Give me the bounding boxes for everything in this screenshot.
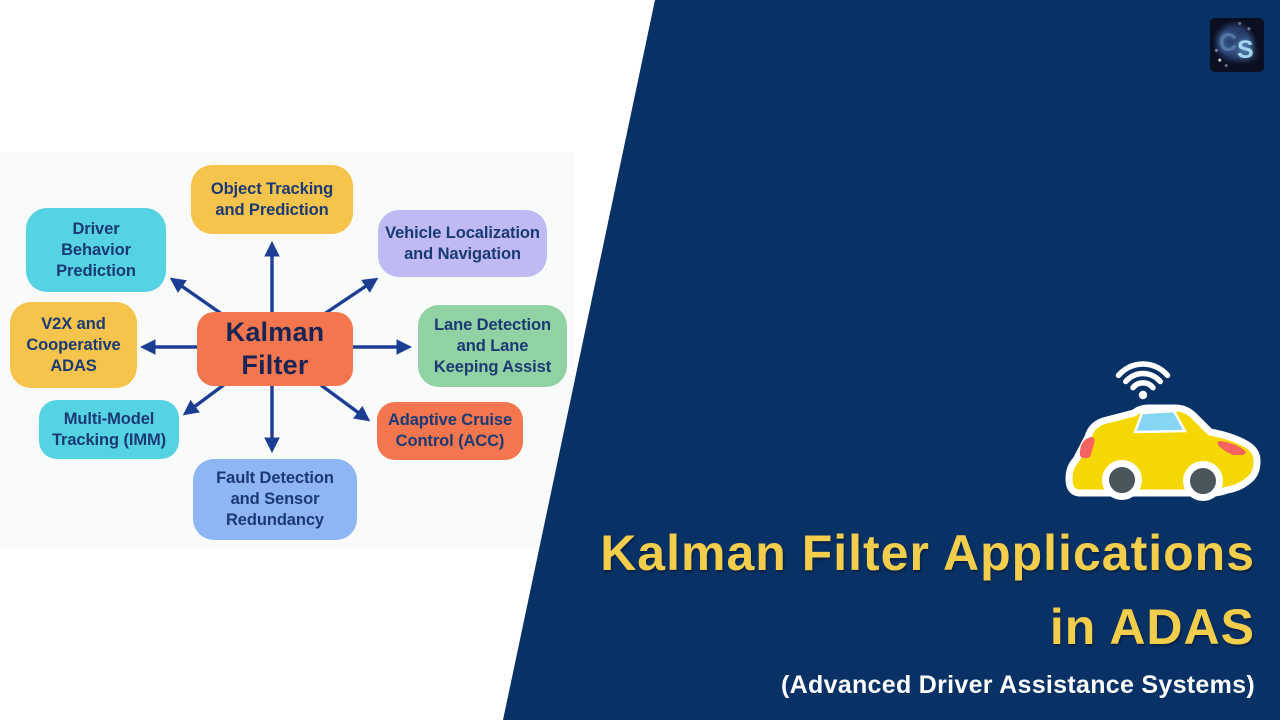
node-multi-model-tracking: Multi-Model Tracking (IMM) (39, 400, 179, 459)
node-adaptive-cruise-label: Adaptive Cruise Control (ACC) (387, 411, 513, 450)
node-lane-detection: Lane Detection and Lane Keeping Assist (418, 305, 567, 387)
node-driver-behavior-label: Driver Behavior Prediction (56, 219, 136, 280)
wifi-signal-icon (1115, 361, 1171, 400)
car-window (1133, 409, 1188, 434)
node-kalman-filter-center: Kalman Filter (197, 312, 353, 386)
title-block: Kalman Filter Applications in ADAS (Adva… (600, 516, 1255, 700)
logo-letter-c: C (1219, 29, 1238, 57)
smart-car-icon (1065, 404, 1261, 501)
channel-logo: C S (1210, 18, 1264, 72)
node-adaptive-cruise: Adaptive Cruise Control (ACC) (377, 402, 523, 460)
node-vehicle-localization: Vehicle Localization and Navigation (378, 210, 547, 277)
logo-letter-s: S (1237, 36, 1254, 64)
node-kalman-filter-label: Kalman Filter (225, 317, 325, 380)
page-title-line2: in ADAS (1049, 599, 1255, 655)
node-v2x-cooperative-label: V2X and Cooperative ADAS (26, 314, 121, 375)
node-fault-detection: Fault Detection and Sensor Redundancy (193, 459, 357, 540)
node-lane-detection-label: Lane Detection and Lane Keeping Assist (433, 315, 552, 376)
node-object-tracking: Object Tracking and Prediction (191, 165, 353, 234)
page-title-line1: Kalman Filter Applications (600, 525, 1255, 581)
node-vehicle-localization-label: Vehicle Localization and Navigation (385, 223, 540, 263)
node-object-tracking-label: Object Tracking and Prediction (210, 179, 334, 219)
car-headlight (1217, 441, 1246, 455)
node-fault-detection-label: Fault Detection and Sensor Redundancy (216, 469, 334, 529)
node-driver-behavior: Driver Behavior Prediction (26, 208, 166, 292)
car-rear-wheel (1102, 460, 1142, 500)
car-taillight (1079, 437, 1095, 459)
kalman-diagram: Object Tracking and Prediction Vehicle L… (10, 165, 567, 540)
node-v2x-cooperative: V2X and Cooperative ADAS (10, 302, 137, 388)
node-multi-model-tracking-label: Multi-Model Tracking (IMM) (51, 409, 167, 449)
page-subtitle: (Advanced Driver Assistance Systems) (781, 671, 1255, 699)
car-front-wheel (1183, 461, 1223, 501)
